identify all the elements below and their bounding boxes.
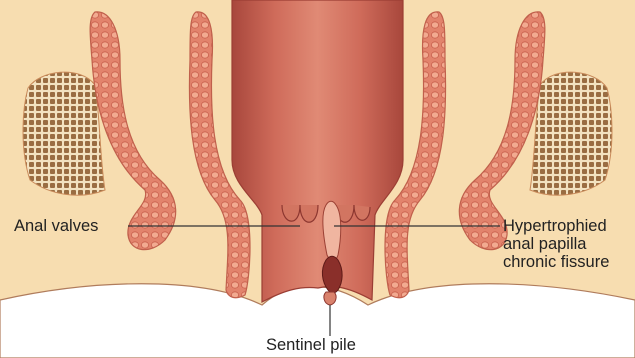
label-sentinel-pile: Sentinel pile xyxy=(266,336,356,354)
label-line-3: chronic fissure xyxy=(503,253,609,271)
label-line-1: Hypertrophied xyxy=(503,217,609,235)
right-fat-pad xyxy=(530,72,612,195)
left-fat-pad xyxy=(23,72,105,195)
label-papilla-fissure: Hypertrophied anal papilla chronic fissu… xyxy=(503,217,609,271)
label-anal-valves: Anal valves xyxy=(14,217,98,235)
sentinel-pile xyxy=(324,292,336,305)
label-line-2: anal papilla xyxy=(503,235,609,253)
